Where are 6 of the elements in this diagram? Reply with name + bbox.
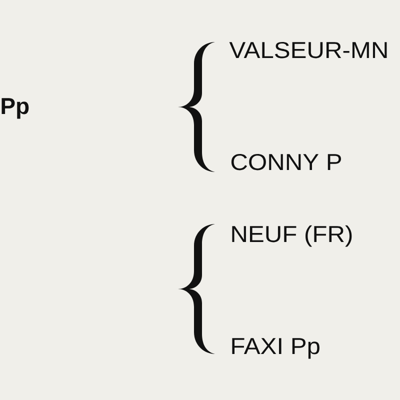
name-label: Pp bbox=[2, 98, 29, 119]
curly-brace bbox=[178, 42, 215, 172]
name-label: FAXI Pp bbox=[232, 338, 320, 359]
name-label: CONNY P bbox=[231, 154, 341, 170]
curly-brace bbox=[178, 224, 215, 354]
name-label: NEUF (FR) bbox=[232, 225, 352, 247]
